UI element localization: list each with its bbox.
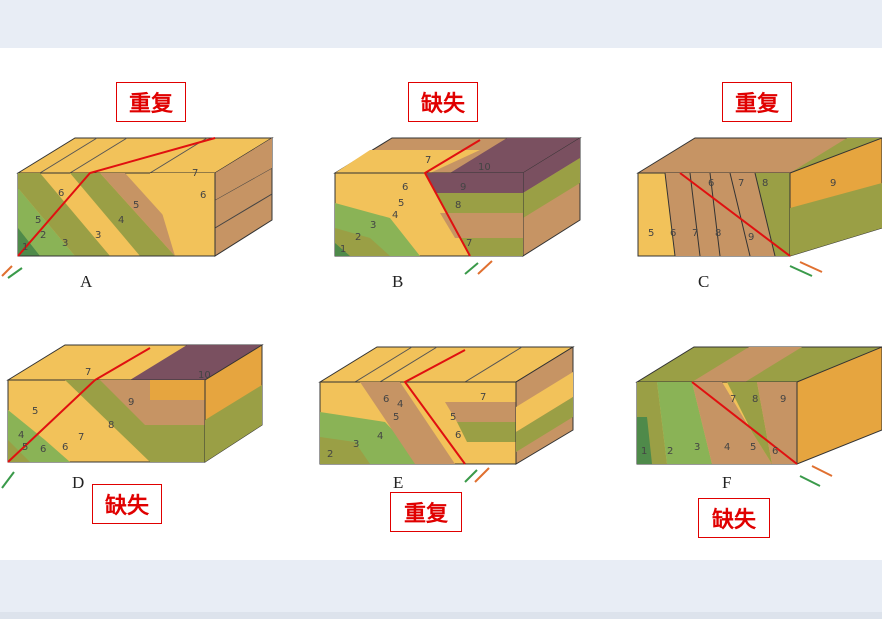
fault-block-f: 1 2 3 4 5 6 7 8 9 (635, 346, 882, 487)
block-letter-f: F (722, 473, 732, 492)
layer-num: 8 (752, 394, 758, 405)
layer-num: 7 (692, 228, 698, 239)
layer-num: 7 (425, 155, 431, 166)
layer-num: 4 (118, 215, 124, 226)
layer-num: 1 (22, 242, 28, 253)
block-letter-d: D (72, 473, 85, 492)
layer-num: 3 (370, 220, 376, 231)
layer-num: 6 (383, 394, 389, 405)
layer-num: 5 (398, 198, 404, 209)
layer-num: 6 (772, 446, 778, 457)
layer-num: 4 (724, 442, 730, 453)
layer-num: 6 (200, 190, 206, 201)
layer-num: 3 (62, 238, 68, 249)
layer-num: 9 (830, 178, 836, 189)
block-letter-c: C (698, 272, 710, 291)
layer-num: 8 (108, 420, 114, 431)
layer-num: 9 (460, 182, 466, 193)
layer-num: 6 (402, 182, 408, 193)
layer-num: 2 (355, 232, 361, 243)
layer-num: 7 (466, 238, 472, 249)
label-d: 缺失 (92, 484, 162, 524)
layer-num: 3 (694, 442, 700, 453)
layer-num: 6 (62, 442, 68, 453)
layer-num: 7 (480, 392, 486, 403)
layer-num: 7 (738, 178, 744, 189)
label-b: 缺失 (408, 82, 478, 122)
layer-num: 7 (730, 394, 736, 405)
layer-num: 6 (58, 188, 64, 199)
layer-num: 6 (670, 228, 676, 239)
bottom-divider (0, 612, 882, 619)
layer-num: 10 (198, 370, 211, 381)
layer-num: 7 (192, 168, 198, 179)
layer-num: 10 (478, 162, 491, 173)
label-f: 缺失 (698, 498, 770, 538)
layer-num: 6 (455, 430, 461, 441)
layer-num: 7 (85, 367, 91, 378)
layer-num: 8 (762, 178, 768, 189)
layer-num: 5 (35, 215, 41, 226)
block-letter-e: E (393, 473, 404, 492)
layer-num: 8 (455, 200, 461, 211)
fault-block-c: 5 6 7 8 6 7 8 9 9 (636, 137, 882, 277)
layer-num: 5 (32, 406, 38, 417)
layer-num: 1 (340, 244, 346, 255)
layer-num: 9 (128, 397, 134, 408)
layer-num: 5 (450, 412, 456, 423)
layer-num: 5 (648, 228, 654, 239)
label-c: 重复 (722, 82, 792, 122)
layer-num: 2 (667, 446, 673, 457)
layer-num: 3 (353, 439, 359, 450)
fault-block-a: 1 2 3 3 4 5 6 5 6 7 (1, 137, 274, 279)
label-e: 重复 (390, 492, 462, 532)
layer-num: 5 (133, 200, 139, 211)
layer-num: 4 (392, 210, 398, 221)
layer-num: 7 (78, 432, 84, 443)
layer-num: 1 (641, 446, 647, 457)
fault-block-b: 1 2 3 4 5 6 7 8 9 10 7 (333, 137, 582, 275)
layer-num: 5 (393, 412, 399, 423)
fault-block-d: 4 5 6 5 6 7 8 9 7 10 (1, 344, 264, 489)
layer-num: 3 (95, 230, 101, 241)
layer-num: 8 (715, 228, 721, 239)
layer-num: 5 (750, 442, 756, 453)
label-a: 重复 (116, 82, 186, 122)
layer-num: 6 (708, 178, 714, 189)
layer-num: 5 (22, 442, 28, 453)
layer-num: 9 (780, 394, 786, 405)
layer-num: 2 (327, 449, 333, 460)
block-letter-a: A (80, 272, 93, 291)
layer-num: 4 (397, 399, 403, 410)
layer-num: 4 (18, 430, 24, 441)
layer-num: 6 (40, 444, 46, 455)
layer-num: 4 (377, 431, 383, 442)
figure-panel (0, 48, 882, 560)
block-letter-b: B (392, 272, 404, 291)
fault-block-e: 2 3 4 5 6 4 5 6 7 (318, 346, 575, 483)
layer-num: 9 (748, 232, 754, 243)
layer-num: 2 (40, 230, 46, 241)
